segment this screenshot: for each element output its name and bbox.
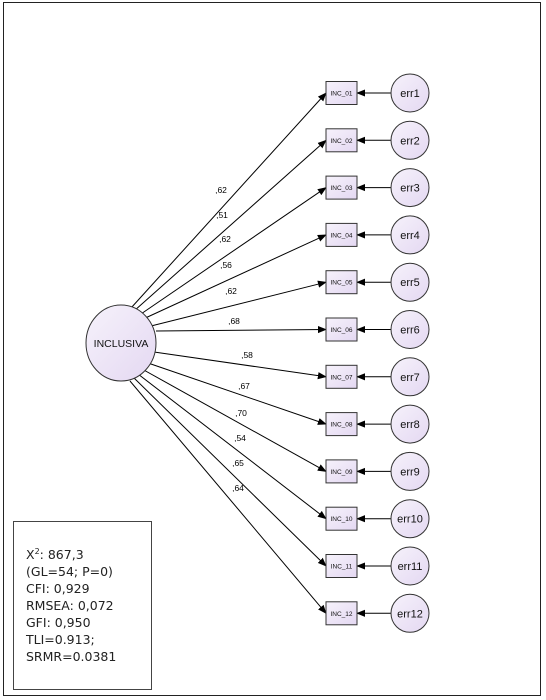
error-label-8: err8 <box>400 419 420 431</box>
indicator-label-9: INC_09 <box>330 469 352 476</box>
indicator-label-1: INC_01 <box>330 91 352 98</box>
indicator-label-7: INC_07 <box>330 374 352 381</box>
indicator-label-6: INC_06 <box>330 327 352 334</box>
error-label-7: err7 <box>400 372 420 384</box>
loading-path-2 <box>133 139 327 312</box>
indicator-box-7[interactable] <box>325 364 358 389</box>
loading-path-4 <box>140 234 327 321</box>
diagram-frame <box>3 2 541 696</box>
error-label-11: err11 <box>398 561 423 573</box>
indicator-label-11: INC_11 <box>331 564 353 571</box>
loading-path-3 <box>137 187 327 317</box>
indicator-label-4: INC_04 <box>330 232 352 239</box>
loading-path-8 <box>147 362 327 425</box>
loading-label-4: ,56 <box>220 260 232 270</box>
indicator-box-10[interactable] <box>325 506 358 531</box>
loading-label-11: ,65 <box>232 458 244 468</box>
indicator-box-8[interactable] <box>325 412 358 437</box>
indicator-label-8: INC_08 <box>330 422 352 429</box>
tli-line: TLI=0.913; <box>26 632 95 647</box>
srmr-line: SRMR=0.0381 <box>26 649 117 664</box>
error-label-1: err1 <box>400 88 420 100</box>
loading-label-6: ,68 <box>228 316 240 326</box>
loading-label-9: ,70 <box>235 408 247 418</box>
indicator-label-10: INC_10 <box>330 516 352 523</box>
error-circle-10[interactable] <box>390 499 430 539</box>
error-circle-4[interactable] <box>390 215 430 255</box>
error-circle-8[interactable] <box>390 404 430 444</box>
latent-factor-ellipse[interactable] <box>85 304 157 382</box>
error-label-10: err10 <box>397 514 423 526</box>
indicator-box-12[interactable] <box>325 601 358 626</box>
loading-path-1 <box>130 92 327 309</box>
error-circle-1[interactable] <box>390 73 430 113</box>
indicator-label-5: INC_05 <box>330 280 352 287</box>
error-circle-12[interactable] <box>390 593 430 633</box>
loading-label-5: ,62 <box>225 286 237 296</box>
loading-path-6 <box>155 325 327 334</box>
error-label-9: err9 <box>400 466 420 478</box>
error-label-2: err2 <box>400 135 420 147</box>
loading-path-10 <box>137 373 327 520</box>
gl-p-line: (GL=54; P=0) <box>26 564 113 579</box>
error-label-4: err4 <box>400 230 420 242</box>
loading-label-8: ,67 <box>238 381 250 391</box>
indicator-box-11[interactable] <box>325 554 358 578</box>
indicator-box-3[interactable] <box>325 175 358 200</box>
indicator-box-5[interactable] <box>325 270 358 295</box>
loading-label-10: ,54 <box>234 433 246 443</box>
error-label-6: err6 <box>400 325 420 337</box>
indicator-label-12: INC_12 <box>330 611 352 618</box>
loading-path-7 <box>153 351 327 380</box>
gfi-line: GFI: 0,950 <box>26 615 91 630</box>
error-label-3: err3 <box>400 183 420 195</box>
indicator-box-6[interactable] <box>325 317 358 342</box>
error-circle-2[interactable] <box>390 120 430 160</box>
latent-factor-label: INCLUSIVA <box>94 338 149 350</box>
error-circle-11[interactable] <box>390 546 430 586</box>
chi-square-line: X2: 867,3 <box>26 546 84 562</box>
error-circle-9[interactable] <box>390 451 430 491</box>
indicator-label-3: INC_03 <box>330 185 352 192</box>
error-circle-3[interactable] <box>390 168 430 208</box>
cfi-line: CFI: 0,929 <box>26 581 90 596</box>
error-circle-6[interactable] <box>390 310 430 349</box>
loading-label-2: ,51 <box>216 210 228 220</box>
indicator-box-9[interactable] <box>325 459 358 484</box>
error-circle-7[interactable] <box>390 357 430 397</box>
loading-path-12 <box>129 380 327 614</box>
error-circle-5[interactable] <box>390 262 430 302</box>
indicator-box-4[interactable] <box>325 222 358 247</box>
error-label-5: err5 <box>400 277 420 289</box>
loading-path-11 <box>132 376 327 567</box>
loading-label-12: ,64 <box>232 483 244 493</box>
indicator-box-1[interactable] <box>325 81 358 105</box>
loading-label-7: ,58 <box>241 350 253 360</box>
loading-path-9 <box>141 368 327 472</box>
rmsea-line: RMSEA: 0,072 <box>26 598 114 613</box>
indicator-label-2: INC_02 <box>330 138 352 145</box>
loading-label-3: ,62 <box>219 234 231 244</box>
loading-label-1: ,62 <box>215 185 227 195</box>
paths-layer: ,62 ,51 ,62 ,56 ,62 ,68 ,58 ,67 ,70 ,54 ,65 ,64 <box>129 89 391 617</box>
error-label-12: err12 <box>397 608 423 620</box>
loading-path-5 <box>146 280 327 328</box>
indicator-box-2[interactable] <box>325 128 358 153</box>
fit-indices-box: X2: 867,3 (GL=54; P=0) CFI: 0,929 RMSEA:… <box>13 521 152 690</box>
